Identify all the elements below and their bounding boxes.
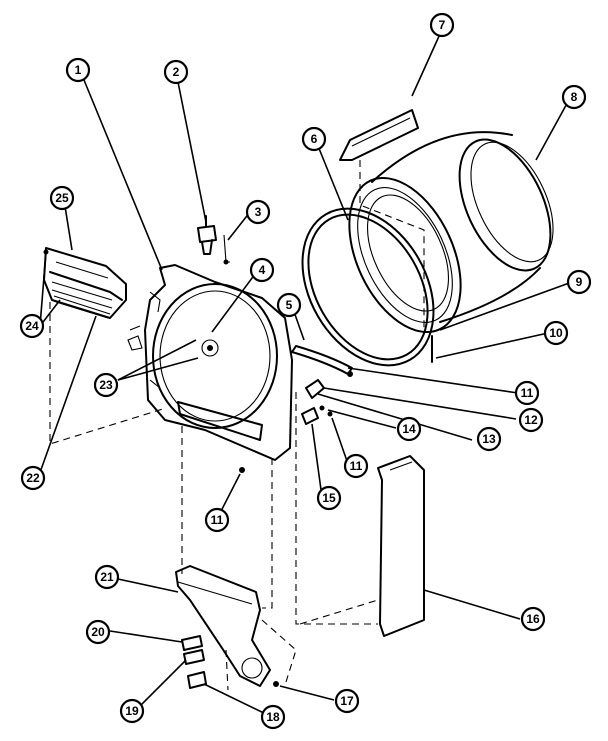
callout-17: 17 (334, 688, 360, 714)
callout-8: 8 (561, 84, 587, 110)
callout-14: 14 (396, 416, 422, 442)
callout-number: 14 (402, 422, 416, 436)
drum-seal (301, 207, 435, 367)
leader-lines (37, 33, 573, 717)
thermostat (197, 215, 217, 255)
callout-number: 24 (25, 319, 39, 333)
lint-filter (43, 247, 127, 319)
callout-number: 8 (571, 90, 578, 104)
callout-number: 9 (576, 275, 583, 289)
callout-number: 22 (26, 471, 40, 485)
callout-11-b: 11 (343, 453, 369, 479)
callout-25: 25 (49, 185, 75, 211)
callout-18: 18 (260, 704, 286, 730)
callout-number: 11 (211, 513, 224, 527)
callout-number: 21 (100, 570, 114, 584)
callout-number: 6 (311, 132, 318, 146)
callout-11-a: 11 (514, 380, 540, 406)
callout-number: 13 (482, 432, 496, 446)
callout-number: 19 (125, 704, 139, 718)
callout-4: 4 (249, 257, 275, 283)
callout-number: 17 (340, 694, 354, 708)
screw-dot (239, 467, 245, 473)
callout-number: 23 (99, 378, 113, 392)
callout-6: 6 (301, 126, 327, 152)
callout-number: 16 (526, 612, 540, 626)
seal-segment (291, 345, 353, 375)
rear-panel (377, 455, 425, 637)
callout-number: 3 (255, 205, 262, 219)
callout-12: 12 (518, 407, 544, 433)
callout-20: 20 (85, 619, 111, 645)
callout-number: 1 (75, 63, 82, 77)
callout-number: 25 (55, 191, 69, 205)
callout-number: 15 (322, 491, 336, 505)
callout-7: 7 (429, 12, 455, 38)
callout-number: 5 (286, 298, 293, 312)
callout-number: 18 (266, 710, 280, 724)
callout-5: 5 (276, 292, 302, 318)
callout-number: 12 (524, 413, 538, 427)
callout-15: 15 (316, 485, 342, 511)
callout-13: 13 (476, 426, 502, 452)
callout-number: 10 (549, 326, 563, 340)
callout-23: 23 (93, 372, 119, 398)
front-bulkhead (144, 264, 293, 461)
exhaust-duct (175, 565, 279, 689)
callout-24: 24 (19, 313, 45, 339)
bearing-parts (301, 379, 333, 425)
drum (348, 131, 554, 334)
callout-2: 2 (163, 59, 189, 85)
callout-number: 11 (350, 459, 363, 473)
callout-10: 10 (543, 320, 569, 346)
callout-number: 7 (439, 18, 446, 32)
callout-3: 3 (245, 199, 271, 225)
callout-1: 1 (65, 57, 91, 83)
callout-number: 20 (91, 625, 105, 639)
callout-16: 16 (520, 606, 546, 632)
callout-19: 19 (119, 698, 145, 724)
callout-22: 22 (20, 465, 46, 491)
callout-number: 4 (259, 263, 266, 277)
callout-9: 9 (566, 269, 592, 295)
drum-baffle (339, 109, 419, 161)
callout-21: 21 (94, 564, 120, 590)
callout-number: 2 (173, 65, 180, 79)
callout-number: 11 (521, 386, 534, 400)
callout-11-c: 11 (204, 507, 230, 533)
